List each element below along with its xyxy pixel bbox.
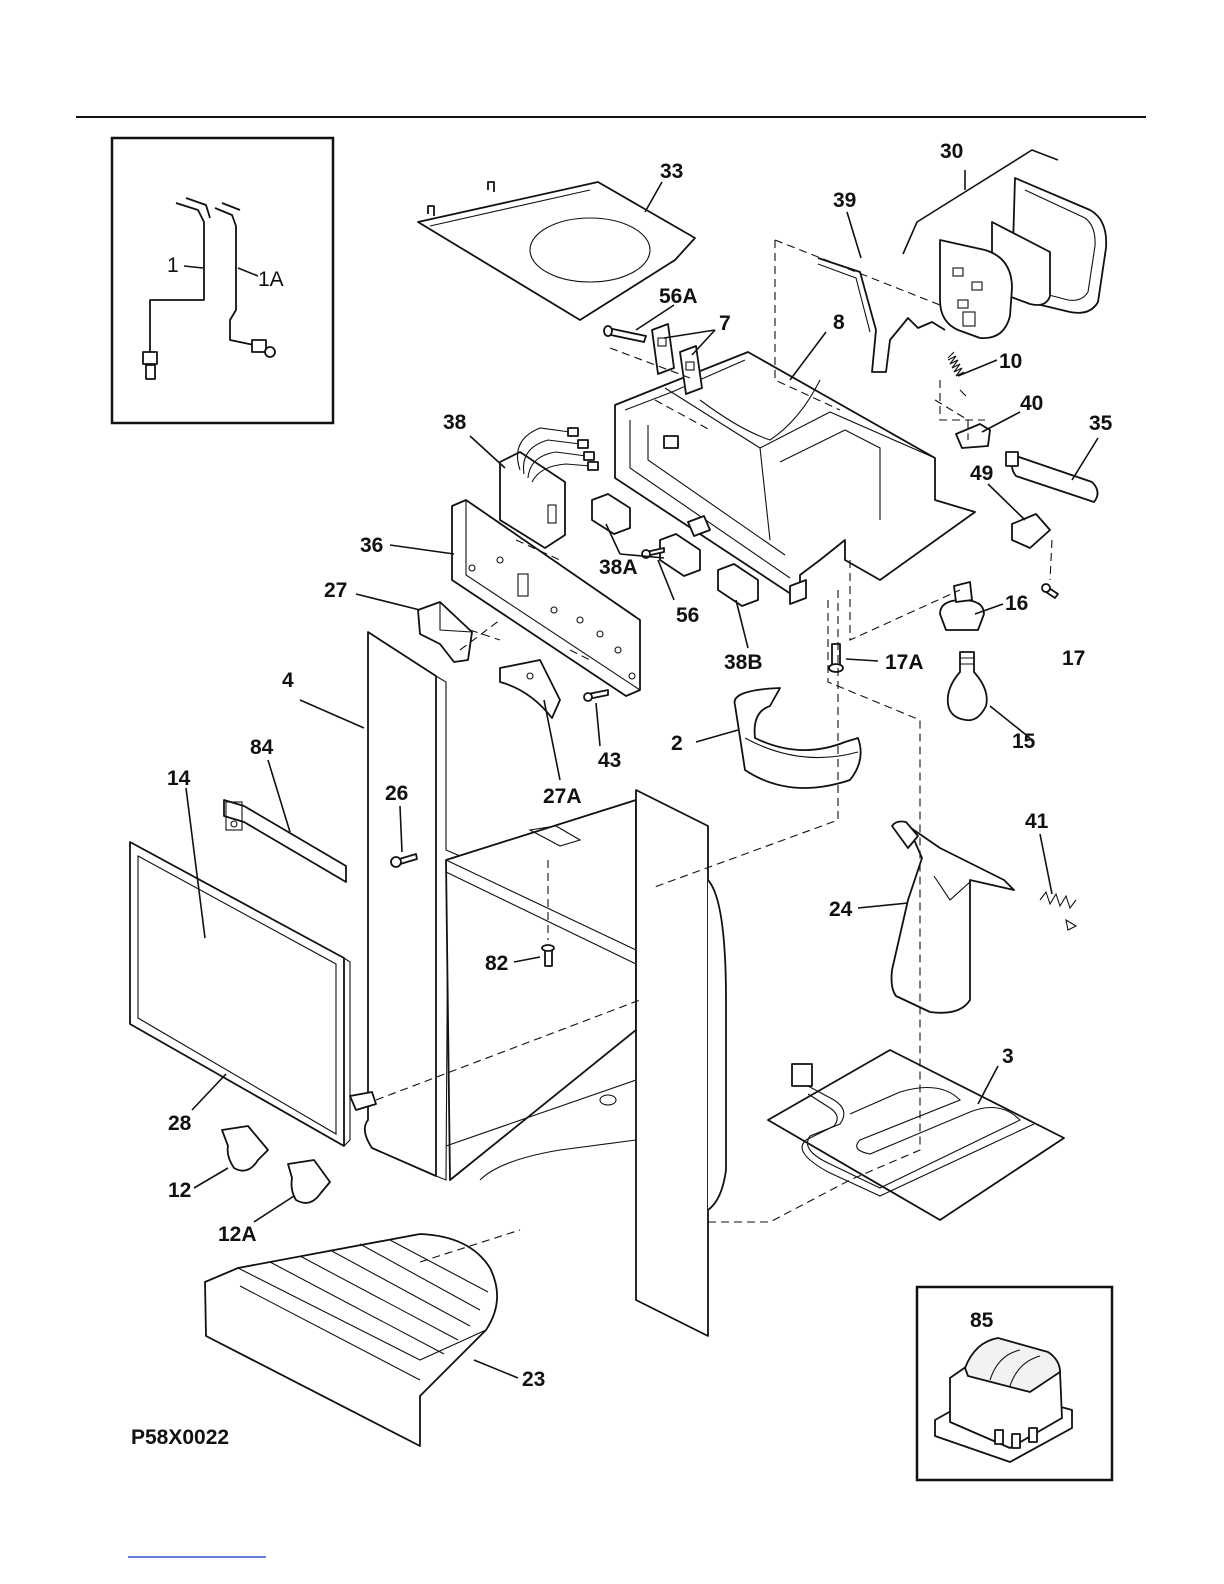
clip-49 xyxy=(1012,514,1050,548)
callout-7: 7 xyxy=(719,312,731,335)
callout-2: 2 xyxy=(671,732,683,755)
clip-12 xyxy=(222,1126,268,1171)
callout-30: 30 xyxy=(940,140,963,163)
display-panel-14 xyxy=(130,842,350,1146)
screw-17a xyxy=(829,644,843,672)
actuator-arm-24 xyxy=(892,822,1015,1013)
callout-43: 43 xyxy=(598,749,621,772)
callout-17a: 17A xyxy=(885,651,924,674)
transformer xyxy=(935,1338,1072,1462)
paddle-27a xyxy=(500,660,560,718)
callout-41: 41 xyxy=(1025,810,1049,833)
micro-switch-38a-lower xyxy=(660,534,700,576)
screw-17 xyxy=(1042,584,1058,598)
micro-switch-38b xyxy=(718,564,758,606)
callout-15: 15 xyxy=(1012,730,1036,753)
callout-16: 16 xyxy=(1005,592,1028,615)
callout-49: 49 xyxy=(970,462,993,485)
callout-28: 28 xyxy=(168,1112,192,1135)
callout-33: 33 xyxy=(660,160,683,183)
actuator-40 xyxy=(956,424,990,448)
heater-3 xyxy=(768,1050,1064,1220)
side-panel-right xyxy=(636,790,726,1336)
callout-3: 3 xyxy=(1002,1045,1014,1068)
micro-switch-38a-upper xyxy=(592,494,630,534)
screw-43 xyxy=(584,690,608,701)
paddle-27 xyxy=(418,602,472,662)
inset-frame-wires xyxy=(112,138,333,423)
callout-26: 26 xyxy=(385,782,408,805)
callout-4: 4 xyxy=(282,669,294,692)
callout-12: 12 xyxy=(168,1179,191,1202)
spring-41 xyxy=(1040,892,1076,930)
callout-14: 14 xyxy=(167,767,191,790)
light-bulb-15 xyxy=(948,652,987,720)
cabinet-frame xyxy=(446,800,636,1180)
light-shield-2 xyxy=(735,688,861,788)
wire-harness-1 xyxy=(143,198,210,379)
callout-23: 23 xyxy=(522,1368,545,1391)
callout-27a: 27A xyxy=(543,785,582,808)
callout-82: 82 xyxy=(485,952,508,975)
callout-1: 1 xyxy=(167,254,179,277)
callout-38b: 38B xyxy=(724,651,763,674)
control-board-38 xyxy=(500,428,598,548)
callout-27: 27 xyxy=(324,579,347,602)
lamp-socket-16 xyxy=(940,582,984,630)
drip-tray-23 xyxy=(205,1234,497,1446)
callout-10: 10 xyxy=(999,350,1022,373)
callout-35: 35 xyxy=(1089,412,1113,435)
callout-38a: 38A xyxy=(599,556,638,579)
callout-56a: 56A xyxy=(659,285,698,308)
callout-17: 17 xyxy=(1062,647,1085,670)
drawing-id: P58X0022 xyxy=(131,1426,229,1449)
callout-36: 36 xyxy=(360,534,383,557)
callout-38: 38 xyxy=(443,411,467,434)
callout-85: 85 xyxy=(970,1309,994,1332)
callout-84: 84 xyxy=(250,736,274,759)
callout-8: 8 xyxy=(833,311,845,334)
cover-plate-33 xyxy=(418,182,695,320)
callout-40: 40 xyxy=(1020,392,1043,415)
strap-84 xyxy=(224,800,346,882)
callout-12a: 12A xyxy=(218,1223,257,1246)
callout-1a: 1A xyxy=(258,268,284,291)
callout-24: 24 xyxy=(829,898,853,921)
switch-7a xyxy=(652,324,674,374)
door-assembly-30 xyxy=(940,178,1106,338)
callout-56: 56 xyxy=(676,604,699,627)
callout-39: 39 xyxy=(833,189,856,212)
